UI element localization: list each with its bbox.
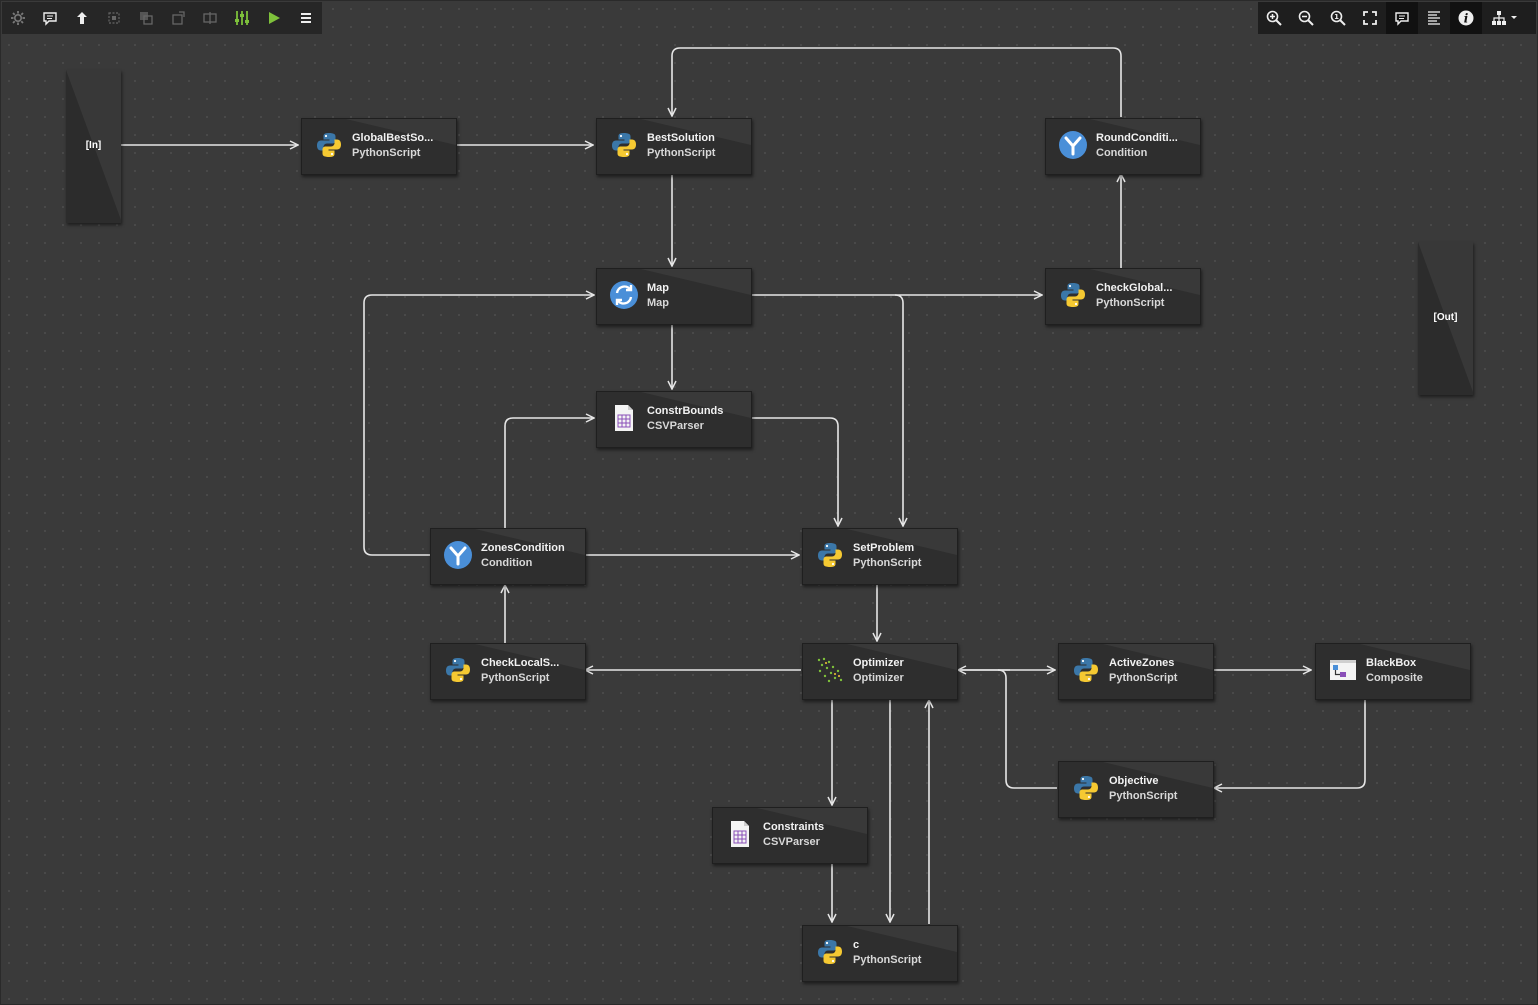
zoom-in-icon[interactable] [1258,2,1290,34]
main-toolbar [2,2,322,34]
csv-icon [609,403,639,433]
menu-icon[interactable] [290,2,322,34]
node-round-condition[interactable]: RoundConditi... Condition [1045,118,1201,175]
node-check-global[interactable]: CheckGlobal... PythonScript [1045,268,1201,325]
zoom-reset-icon[interactable]: 1 [1322,2,1354,34]
node-type: Condition [1096,147,1148,159]
node-map[interactable]: Map Map [596,268,752,325]
edge-constr-bounds-to-set-problem[interactable] [749,417,838,526]
sliders-icon[interactable] [226,2,258,34]
node-check-local[interactable]: CheckLocalS... PythonScript [430,643,586,700]
group-icon[interactable] [98,2,130,34]
node-type: PythonScript [647,147,716,159]
map-icon [609,280,639,310]
zoom-out-icon[interactable] [1290,2,1322,34]
node-title: BlackBox [1366,657,1417,669]
view-toolbar: 1 i [1258,2,1536,34]
node-optimizer[interactable]: Optimizer Optimizer [802,643,958,700]
node-type: Condition [481,557,533,569]
svg-text:1: 1 [1334,13,1339,21]
node-type: Map [647,297,669,309]
node-type: Composite [1366,672,1423,684]
node-best-solution[interactable]: BestSolution PythonScript [596,118,752,175]
csv-icon [725,819,755,849]
node-global-best[interactable]: GlobalBestSo... PythonScript [301,118,457,175]
node-title: ConstrBounds [647,405,724,417]
node-set-problem[interactable]: SetProblem PythonScript [802,528,958,585]
node-title: SetProblem [853,542,915,554]
output-port[interactable]: [Out] [1418,242,1473,395]
node-title: CheckGlobal... [1096,282,1173,294]
node-title: GlobalBestSo... [352,132,434,144]
node-active-zones[interactable]: ActiveZones PythonScript [1058,643,1214,700]
comment-icon[interactable] [1386,2,1418,34]
node-title: ActiveZones [1109,657,1175,669]
split-icon[interactable] [194,2,226,34]
text-align-icon[interactable] [1418,2,1450,34]
edge-map-to-set-problem[interactable] [894,294,903,526]
node-type: PythonScript [1109,790,1178,802]
svg-text:i: i [1464,12,1469,26]
node-title: RoundConditi... [1096,132,1178,144]
node-c[interactable]: c PythonScript [802,925,958,982]
node-title: ZonesCondition [481,542,565,554]
settings-icon[interactable] [2,2,34,34]
composite-icon [1328,655,1358,685]
node-type: PythonScript [481,672,550,684]
python-icon [609,130,639,160]
fit-screen-icon[interactable] [1354,2,1386,34]
node-title: Objective [1109,775,1159,787]
node-type: PythonScript [352,147,421,159]
node-black-box[interactable]: BlackBox Composite [1315,643,1471,700]
tree-layout-icon[interactable] [1482,2,1528,34]
python-icon [815,937,845,967]
python-icon [1071,773,1101,803]
comment-icon[interactable] [34,2,66,34]
optimizer-icon [815,655,845,685]
output-port-label: [Out] [1433,312,1458,323]
node-title: CheckLocalS... [481,657,560,669]
export-icon[interactable] [162,2,194,34]
condition-icon [443,540,473,570]
edge-zones-condition-to-constr-bounds[interactable] [504,418,594,529]
edge-round-condition-to-best-solution[interactable] [672,47,1122,117]
node-type: Optimizer [853,672,904,684]
edge-zones-condition-to-map[interactable] [363,295,594,556]
node-type: CSVParser [763,836,820,848]
node-title: c [853,939,860,951]
node-type: CSVParser [647,420,704,432]
run-icon[interactable] [258,2,290,34]
node-type: PythonScript [1109,672,1178,684]
node-type: PythonScript [853,557,922,569]
python-icon [1058,280,1088,310]
input-port-label: [In] [85,140,102,151]
layer-icon[interactable] [130,2,162,34]
python-icon [815,540,845,570]
python-icon [1071,655,1101,685]
info-icon[interactable]: i [1450,2,1482,34]
node-constraints[interactable]: Constraints CSVParser [712,807,868,864]
node-zones-condition[interactable]: ZonesCondition Condition [430,528,586,585]
edge-black-box-to-objective[interactable] [1214,698,1366,788]
node-type: PythonScript [1096,297,1165,309]
node-type: PythonScript [853,954,922,966]
edge-objective-to-optimizer[interactable] [997,669,1057,789]
python-icon [443,655,473,685]
python-icon [314,130,344,160]
arrow-up-icon[interactable] [66,2,98,34]
input-port[interactable]: [In] [66,70,121,223]
node-title: Constraints [763,821,825,833]
node-title: Map [647,282,669,294]
node-objective[interactable]: Objective PythonScript [1058,761,1214,818]
condition-icon [1058,130,1088,160]
node-title: Optimizer [853,657,904,669]
node-title: BestSolution [647,132,715,144]
node-constr-bounds[interactable]: ConstrBounds CSVParser [596,391,752,448]
